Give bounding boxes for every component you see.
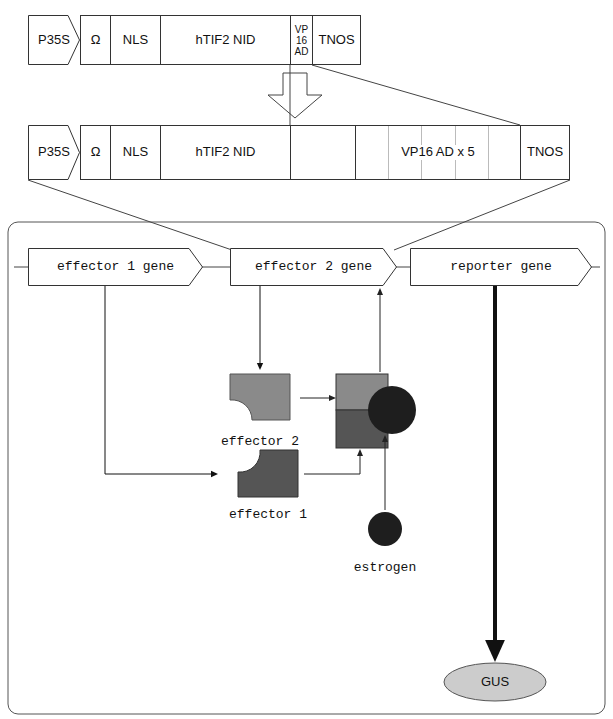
gene-arrow: effector 1 gene	[28, 248, 203, 286]
arrowhead	[382, 435, 388, 442]
binding-arrow	[300, 398, 330, 399]
connector	[260, 286, 261, 364]
gene-shape	[231, 249, 397, 286]
node-label: hTIF2 NID	[196, 145, 256, 160]
activation-arrow	[380, 294, 381, 372]
gene-shape	[29, 249, 203, 286]
effector-1-shape	[238, 450, 298, 497]
repeat-divider	[388, 126, 389, 179]
promoter-shape	[29, 126, 80, 180]
node-label: Ω	[91, 145, 101, 160]
construct-segment: VP16 AD x 5	[355, 125, 521, 180]
construct-segment: Ω	[80, 15, 111, 65]
effector-protein: effector 1	[218, 445, 318, 523]
construct-segment: hTIF2 NID	[160, 125, 291, 180]
arrowhead	[485, 640, 505, 662]
effector-2-shape	[230, 374, 290, 420]
connector	[493, 286, 497, 644]
spacer-box	[291, 126, 356, 180]
node-label: effector 1 gene	[57, 260, 174, 275]
construct-segment: hTIF2 NID	[160, 15, 291, 65]
node-label: NLS	[123, 145, 148, 160]
binding-arrow	[385, 441, 386, 510]
node-label: effector 2	[221, 435, 299, 450]
zoom-line	[312, 65, 520, 125]
construct-segment: VP 16 AD	[290, 15, 313, 65]
node-label: estrogen	[354, 561, 416, 576]
arrowhead	[357, 449, 363, 456]
arrowhead	[257, 363, 263, 370]
complex-estrogen	[368, 386, 416, 434]
gus-ellipse	[444, 663, 546, 701]
construct-segment: NLS	[110, 125, 161, 180]
system-panel	[8, 222, 605, 714]
node-label: GUS	[481, 675, 509, 690]
zoom-line	[394, 180, 570, 250]
node-label: NLS	[123, 33, 148, 48]
terminator-segment: TNOS	[312, 15, 361, 65]
construct-segment: NLS	[110, 15, 161, 65]
node-label: P35S	[38, 145, 70, 160]
node-label: Ω	[91, 33, 101, 48]
effector-protein: effector 2	[210, 370, 310, 450]
repeat-divider	[488, 126, 489, 179]
node-label: effector 2 gene	[255, 260, 372, 275]
arrowhead	[377, 288, 383, 295]
zoom-line	[290, 65, 291, 125]
gene-arrow: reporter gene	[410, 248, 592, 286]
arrowhead	[329, 395, 336, 401]
gus-product: GUS	[443, 662, 547, 702]
repeat-box	[356, 126, 521, 180]
zoom-line	[28, 180, 232, 250]
node-label: hTIF2 NID	[196, 33, 256, 48]
estrogen-circle	[368, 512, 402, 546]
terminator-segment: TNOS	[520, 125, 570, 180]
connector	[105, 286, 212, 474]
arrowhead	[211, 471, 218, 477]
transition-arrow	[268, 73, 322, 118]
node-label: reporter gene	[450, 260, 551, 275]
construct-segment: Ω	[80, 125, 111, 180]
node-label: TNOS	[527, 145, 563, 160]
promoter-arrow: P35S	[28, 15, 80, 65]
node-label: P35S	[38, 33, 70, 48]
gene-arrow: effector 2 gene	[230, 248, 397, 286]
node-label: VP16 AD x 5	[399, 145, 477, 160]
node-label: effector 1	[229, 508, 307, 523]
promoter-shape	[29, 16, 80, 65]
gene-shape	[411, 249, 592, 286]
node-label: VP 16 AD	[292, 24, 311, 57]
promoter-arrow: P35S	[28, 125, 80, 180]
node-label: TNOS	[318, 33, 354, 48]
estrogen-ligand: estrogen	[345, 510, 425, 576]
binding-arrow	[304, 455, 360, 474]
